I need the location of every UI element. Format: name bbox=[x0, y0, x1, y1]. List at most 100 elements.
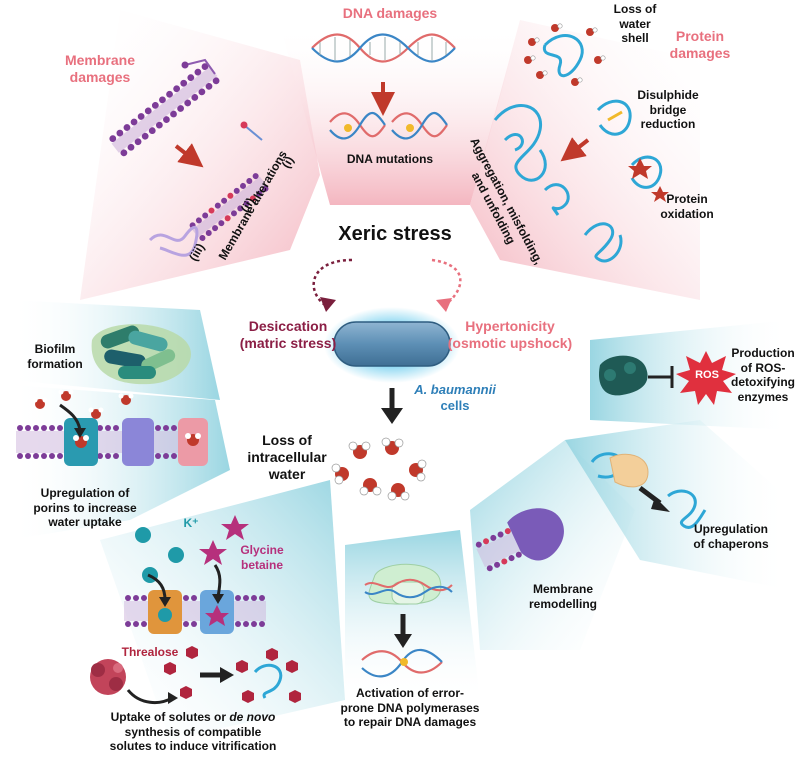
k-ion-label: K⁺ bbox=[183, 516, 199, 530]
uptake-line1: Uptake of solutes or de novo bbox=[88, 710, 298, 725]
ros-burst bbox=[676, 351, 736, 405]
desiccation-arrowhead bbox=[320, 297, 336, 312]
cells-label: A. baumannii cells bbox=[400, 382, 510, 414]
disulphide-line1: Disulphide bbox=[637, 88, 699, 102]
membrane-damages-line2: damages bbox=[69, 69, 131, 86]
protein-arrow bbox=[560, 137, 590, 162]
dna-mutations-label: DNA mutations bbox=[346, 152, 434, 166]
ros-line1: Production bbox=[731, 346, 795, 360]
hypertonicity-arrowhead bbox=[436, 298, 452, 312]
polymerase-line2: prone DNA polymerases bbox=[340, 700, 480, 715]
water-shell-line1: Loss of bbox=[613, 2, 657, 16]
protein-water-shell bbox=[524, 23, 606, 86]
remodel-membrane bbox=[475, 508, 564, 572]
chaperons-line1: Upregulation bbox=[694, 522, 768, 536]
tangled-lipid bbox=[148, 225, 199, 257]
disulphide-line3: reduction bbox=[640, 117, 696, 132]
uptake-label: Uptake of solutes or de novo synthesis o… bbox=[88, 710, 298, 754]
membrane-remodelling-label: Membrane remodelling bbox=[518, 582, 608, 611]
inserted-lipid bbox=[243, 124, 263, 141]
hypertonicity-line2: (osmotic upshock) bbox=[447, 335, 573, 352]
disulphide-line2: bridge bbox=[649, 102, 687, 117]
oxidation-line2: oxidation bbox=[660, 206, 714, 221]
glycine-betaine-stars bbox=[199, 515, 249, 565]
porin-purple bbox=[122, 418, 154, 466]
folded-protein bbox=[667, 489, 707, 529]
uptake-denovo-text: de novo bbox=[229, 710, 276, 724]
membrane-damages-label: Membrane damages bbox=[50, 52, 150, 86]
protein-damages-label: Protein damages bbox=[650, 28, 750, 62]
lipid-bilayer-damaged bbox=[189, 173, 269, 241]
trehalose-hexagons bbox=[164, 646, 301, 703]
water-shell-label: Loss of water shell bbox=[600, 2, 670, 46]
ros-enzymes-label: Production of ROS- detoxifying enzymes bbox=[728, 346, 798, 405]
uptake-line2: synthesis of compatible bbox=[124, 724, 262, 739]
ros-line3: detoxifying bbox=[730, 375, 795, 390]
biofilm-cluster bbox=[91, 324, 191, 385]
glycine-line2: betaine bbox=[240, 557, 283, 572]
repaired-dna bbox=[361, 648, 443, 678]
porins-line3: water uptake bbox=[48, 515, 122, 530]
aggregated-protein bbox=[493, 104, 547, 182]
disulphide-label: Disulphide bridge reduction bbox=[628, 88, 708, 132]
solute-membrane bbox=[124, 564, 266, 634]
misfolded-protein bbox=[543, 183, 570, 216]
ros-enzyme bbox=[598, 355, 648, 396]
chaperons-line2: of chaperons bbox=[693, 536, 769, 551]
dna-damages-label: DNA damages bbox=[342, 5, 438, 21]
dna-rungs-top bbox=[319, 37, 447, 60]
ros-line4: enzymes bbox=[737, 389, 789, 404]
water-shell-line2: water bbox=[619, 16, 651, 31]
cells-line1: A. baumannii bbox=[414, 382, 496, 397]
dna-mutated-right bbox=[391, 111, 448, 140]
cells-line2: cells bbox=[440, 397, 470, 413]
protein-damages-line2: damages bbox=[669, 45, 731, 62]
water-molecules bbox=[331, 437, 427, 501]
loss-line2: intracellular bbox=[247, 449, 327, 466]
desiccation-label: Desiccation (matric stress) bbox=[228, 318, 348, 352]
porins-line1: Upregulation of bbox=[40, 486, 130, 500]
desiccation-line1: Desiccation bbox=[248, 318, 328, 334]
trehalose-cluster bbox=[90, 659, 126, 695]
dna-polymerase bbox=[364, 563, 453, 605]
trehalose-label: Threalose bbox=[121, 645, 179, 659]
porins-label: Upregulation of porins to increase water… bbox=[20, 486, 150, 530]
desiccation-dotted-arrow bbox=[312, 258, 353, 306]
porins-line2: porins to increase bbox=[33, 500, 137, 515]
biofilm-label: Biofilm formation bbox=[20, 342, 90, 371]
vitrified-protein bbox=[253, 663, 283, 699]
lipid-bilayer-top bbox=[109, 63, 220, 157]
water-shell-line3: shell bbox=[621, 31, 649, 46]
hypertonicity-label: Hypertonicity (osmotic upshock) bbox=[440, 318, 580, 352]
membrane-damages-line1: Membrane bbox=[64, 52, 136, 68]
ros-line2: of ROS- bbox=[740, 360, 786, 375]
polymerase-label: Activation of error- prone DNA polymeras… bbox=[340, 686, 480, 730]
desiccation-line2: (matric stress) bbox=[239, 335, 337, 352]
acinetobacter-cell bbox=[333, 321, 451, 367]
polymerase-line1: Activation of error- bbox=[355, 686, 464, 700]
uptake-line1-text: Uptake of solutes or bbox=[110, 710, 230, 724]
polymerase-panel bbox=[345, 530, 480, 700]
loss-line1: Loss of bbox=[262, 432, 312, 448]
loss-line3: water bbox=[268, 466, 306, 483]
dna-mutated-left bbox=[329, 111, 386, 140]
unfolded-protein bbox=[583, 222, 623, 263]
glycine-betaine-label: Glycine betaine bbox=[232, 543, 292, 572]
hypertonicity-dotted-arrow bbox=[431, 258, 462, 306]
porin-membrane bbox=[16, 389, 208, 466]
glycine-line1: Glycine bbox=[240, 543, 284, 557]
protein-damages-line1: Protein bbox=[675, 28, 725, 44]
chaperons-label: Upregulation of chaperons bbox=[686, 522, 776, 551]
ros-label: ROS bbox=[695, 369, 719, 381]
biofilm-line2: formation bbox=[27, 356, 83, 371]
free-lipid bbox=[184, 58, 216, 75]
chaperone-complex bbox=[590, 452, 649, 488]
loss-of-water-label: Loss of intracellular water bbox=[232, 432, 342, 483]
protein-disulphide bbox=[596, 99, 632, 136]
biofilm-line1: Biofilm bbox=[34, 342, 76, 356]
dna-helix-top bbox=[311, 33, 456, 63]
uptake-line3: solutes to induce vitrification bbox=[109, 739, 277, 754]
membrane-arrow bbox=[174, 143, 204, 168]
